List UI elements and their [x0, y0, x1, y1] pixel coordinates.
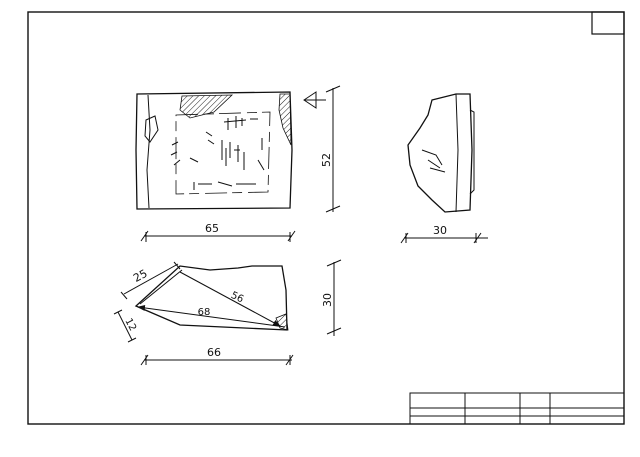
dimension-65: 65 [140, 222, 296, 242]
front-view [135, 91, 293, 210]
dimension-30-side: 30 [400, 224, 488, 244]
view-direction-arrow [303, 91, 326, 109]
front-view-hatched-corner [278, 93, 292, 146]
dimension-25-label: 25 [131, 267, 149, 285]
front-view-chip [144, 115, 159, 143]
dimension-52-label: 52 [320, 153, 333, 167]
front-view-inner-edge [146, 94, 151, 209]
title-block [409, 392, 625, 425]
dimension-12-label: 12 [122, 317, 138, 333]
dimension-68-label: 68 [198, 307, 211, 318]
sheet-frame [27, 11, 625, 425]
front-view-outline [135, 91, 293, 210]
dimension-66-label: 66 [207, 346, 221, 359]
dimension-30-side-label: 30 [433, 224, 447, 237]
dimension-30-bottom-label: 30 [321, 293, 334, 307]
dimension-66: 66 [140, 346, 294, 366]
front-view-inscription-border [175, 111, 271, 195]
inscription-marks [170, 116, 265, 190]
dimension-25: 25 [120, 261, 181, 300]
dimension-52: 52 [303, 85, 341, 213]
side-view [407, 93, 475, 213]
side-view-outline [407, 93, 473, 213]
dimension-12: 12 [113, 309, 138, 343]
bottom-view-outline [134, 265, 288, 331]
front-view-hatched-area [179, 94, 234, 119]
bottom-view [134, 265, 289, 331]
dimension-65-label: 65 [205, 222, 219, 235]
bottom-view-hatched-corner [275, 313, 289, 331]
dimension-30-bottom: 30 [321, 259, 342, 336]
dimension-56-label: 56 [229, 290, 245, 305]
